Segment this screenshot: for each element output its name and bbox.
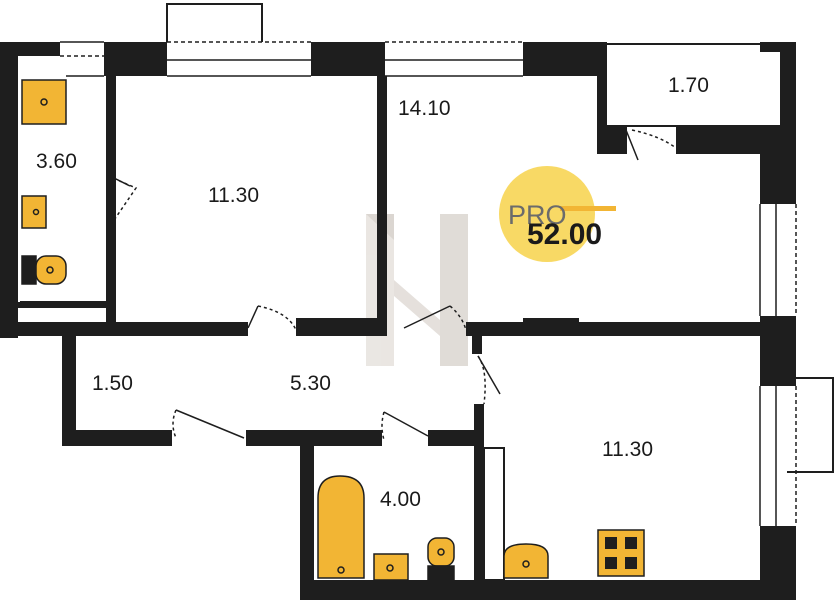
kitchen-sink-icon bbox=[503, 543, 549, 579]
badge-underline bbox=[560, 206, 616, 211]
window-living-right bbox=[759, 204, 797, 316]
room-area-bedroom: 11.30 bbox=[208, 184, 259, 207]
toilet-icon bbox=[21, 255, 67, 285]
room-area-bathroom-small: 3.60 bbox=[36, 150, 77, 173]
room-area-hallway: 5.30 bbox=[290, 372, 331, 395]
room-area-balcony: 1.70 bbox=[668, 74, 709, 97]
room-area-living-room: 14.10 bbox=[398, 97, 451, 120]
window-bedroom bbox=[167, 41, 311, 77]
room-labels: 3.60 11.30 14.10 1.70 1.50 5.30 4.00 11.… bbox=[36, 74, 709, 511]
total-area: 52.00 bbox=[527, 218, 602, 251]
room-area-closet: 1.50 bbox=[92, 372, 133, 395]
badge-text: PRO bbox=[508, 200, 567, 230]
stove-icon bbox=[597, 529, 645, 577]
room-area-bathroom: 4.00 bbox=[380, 488, 421, 511]
window-living-top bbox=[385, 41, 523, 77]
windows bbox=[60, 41, 797, 526]
toilet-bath-icon bbox=[427, 537, 455, 581]
bathtub-icon bbox=[317, 475, 365, 579]
washbasin-icon bbox=[21, 195, 47, 229]
shower-tray-icon bbox=[21, 79, 67, 125]
fixtures bbox=[21, 79, 645, 581]
door-left-bath bbox=[107, 175, 138, 227]
total-area-badge: PRO 52.00 bbox=[499, 166, 616, 262]
door-bedroom bbox=[247, 305, 297, 331]
window-left-bath bbox=[60, 41, 104, 77]
door-closet bbox=[172, 409, 245, 439]
door-balcony bbox=[625, 129, 677, 161]
sink-icon bbox=[373, 553, 409, 581]
walls bbox=[0, 42, 796, 600]
door-bathroom bbox=[381, 411, 429, 441]
badge-circle bbox=[499, 166, 595, 262]
door-living bbox=[403, 305, 467, 331]
doors bbox=[107, 129, 677, 441]
room-area-kitchen: 11.30 bbox=[602, 438, 653, 461]
window-kitchen-right bbox=[759, 386, 797, 526]
door-kitchen bbox=[477, 355, 501, 405]
